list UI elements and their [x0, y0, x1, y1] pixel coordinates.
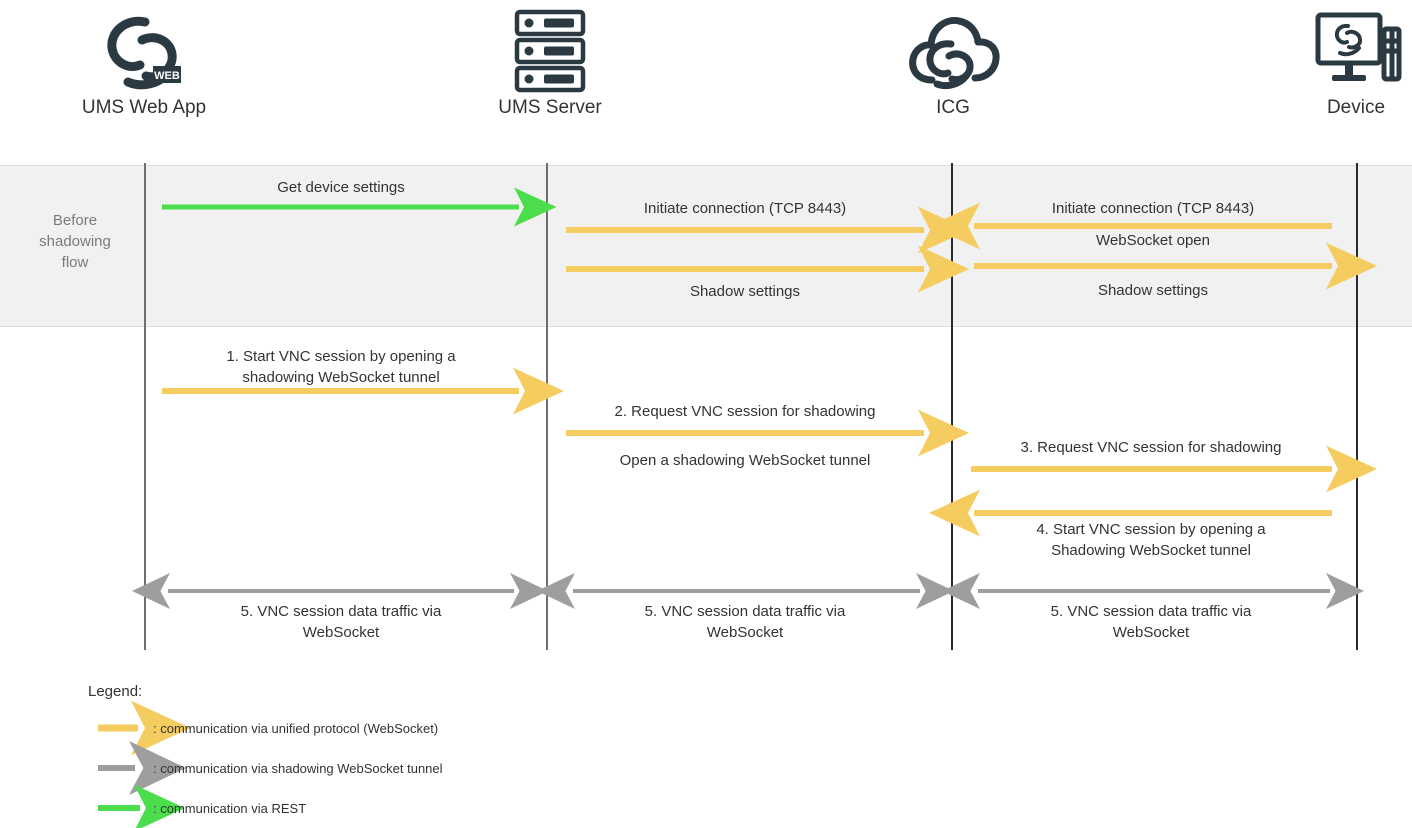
label-step-5-middle: 5. VNC session data traffic via WebSocke…	[644, 603, 846, 641]
band-label-line-3: flow	[61, 254, 89, 271]
legend-item-unified-label: : communication via unified protocol (We…	[153, 721, 439, 736]
legend-item-rest-label: : communication via REST	[153, 801, 307, 816]
actor-label-device: Device	[1326, 97, 1386, 118]
label-step-3: 3. Request VNC session for shadowing	[1020, 439, 1282, 456]
lifeline-icg	[951, 163, 953, 650]
actor-ums-server: UMS Server	[450, 5, 650, 119]
lifeline-ums-server	[546, 163, 548, 650]
label-initiate-connection-server: Initiate connection (TCP 8443)	[643, 200, 847, 217]
label-step-5-left: 5. VNC session data traffic via WebSocke…	[240, 603, 442, 641]
before-shadowing-flow-band	[0, 165, 1412, 327]
label-initiate-connection-icg: Initiate connection (TCP 8443)	[1051, 200, 1255, 217]
server-rack-icon	[450, 5, 650, 97]
label-step-5-right: 5. VNC session data traffic via WebSocke…	[1050, 603, 1252, 641]
label-websocket-open: WebSocket open	[1096, 232, 1210, 249]
label-step-1: 1. Start VNC session by opening a shadow…	[226, 348, 456, 386]
legend-item-shadowing-label: : communication via shadowing WebSocket …	[153, 761, 443, 776]
band-label: Before shadowing flow	[10, 210, 140, 273]
label-step-2: 2. Request VNC session for shadowing	[614, 403, 876, 420]
actor-icg: ICG	[853, 5, 1053, 119]
actor-label-icg: ICG	[936, 97, 970, 118]
label-open-shadowing-tunnel: Open a shadowing WebSocket tunnel	[619, 452, 871, 469]
lifeline-device	[1356, 163, 1358, 650]
svg-text:WEB: WEB	[154, 70, 180, 82]
ums-web-app-logo-icon: WEB	[44, 5, 244, 97]
cloud-gateway-icon	[853, 5, 1053, 97]
band-label-line-1: Before	[52, 212, 98, 229]
label-shadow-settings-icg: Shadow settings	[1097, 282, 1209, 299]
actor-label-ums-server: UMS Server	[498, 97, 602, 118]
label-shadow-settings-server: Shadow settings	[689, 283, 801, 300]
lifeline-ums-web-app	[144, 163, 146, 650]
actor-label-ums-web-app: UMS Web App	[81, 97, 207, 118]
desktop-device-icon	[1256, 5, 1412, 97]
label-step-4: 4. Start VNC session by opening a Shadow…	[1036, 521, 1266, 559]
actor-ums-web-app: WEB UMS Web App	[44, 5, 244, 119]
legend-title: Legend:	[88, 683, 143, 700]
actor-device: Device	[1256, 5, 1412, 119]
label-get-device-settings: Get device settings	[277, 179, 405, 196]
band-label-line-2: shadowing	[39, 233, 111, 250]
